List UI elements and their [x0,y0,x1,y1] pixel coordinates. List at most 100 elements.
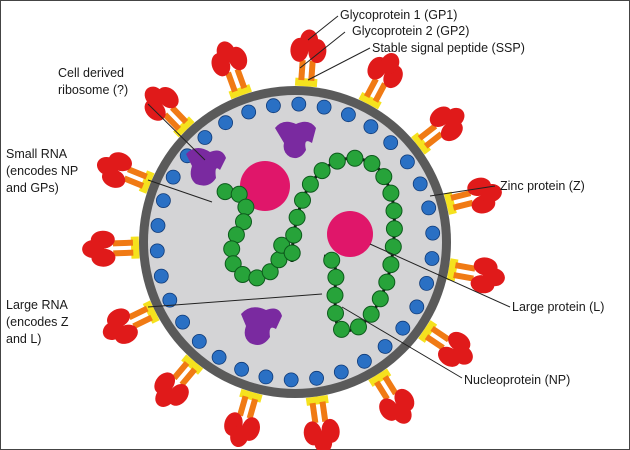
gp2-stalk [237,395,249,417]
glycoprotein-spike [290,29,327,88]
label-small-rna-line1: Small RNA [6,147,68,161]
gp2-stalk [234,68,248,90]
zinc-protein-dot [419,275,435,291]
nucleoprotein-bead [382,184,400,202]
nucleoprotein-bead [326,286,344,304]
label-ribosome-line2: ribosome (?) [58,83,128,97]
zinc-protein-dot [150,218,166,233]
gp2-stalk [382,375,399,396]
label-ribosome-line1: Cell derived [58,66,124,80]
gp2-stalk [454,262,476,272]
gp2-stalk [298,59,306,81]
nucleoprotein-bead [224,255,242,273]
nucleoprotein-bead [283,244,301,262]
zinc-protein-dot [291,96,307,112]
nucleoprotein-bead [327,268,345,286]
nucleoprotein-bead [301,175,319,193]
leader-gp2 [299,31,346,69]
gp1-lobe [380,53,400,75]
label-small-rna-line3: and GPs) [6,181,59,195]
gp2-stalk [171,360,190,381]
gp1-lobe [102,321,125,340]
glycoprotein-spike [211,41,252,100]
nucleoprotein-bead [227,226,245,244]
zinc-protein-dot [340,107,356,123]
label-zinc: Zinc protein (Z) [500,179,585,193]
label-gp2: Glycoprotein 2 (GP2) [352,24,469,38]
nucleoprotein-bead [346,149,364,167]
zinc-protein-dot [399,154,415,170]
zinc-protein-layer [149,96,441,388]
nucleoprotein-bead [350,318,367,336]
label-small-rna-line2: (encodes NP [6,164,78,178]
gp2-stalk [424,334,445,351]
ssp-mark [239,388,263,403]
ribosome-left [186,147,226,186]
nucleoprotein-bead [333,320,350,338]
nucleoprotein-bead [363,155,381,172]
gp2-stalk [423,131,444,149]
zinc-protein-dot [412,176,428,192]
gp2-stalk [162,112,182,132]
leader-gp1 [307,15,339,41]
leader-zinc [429,185,496,197]
gp2-stalk [225,71,238,93]
label-large-rna-line3: and L) [6,332,41,346]
glycoprotein-spike [154,354,204,407]
nucleoprotein-bead [327,304,344,322]
nucleoprotein-bead [223,240,241,258]
leader-small-rna [147,179,213,203]
large-protein-top [240,161,290,211]
gp1-lobe [230,425,249,448]
gp2-stalk [430,325,451,343]
glycoprotein-spike [144,86,195,138]
gp2-stalk [246,398,259,420]
ssp-mark [358,92,382,110]
zinc-protein-dot [377,339,393,354]
gp2-stalk [170,105,189,125]
zinc-protein-dot [155,193,171,209]
glycoprotein-spike [102,300,160,344]
gp2-stalk [132,314,153,329]
leader-large-rna [147,293,323,308]
gp2-stalk [453,272,474,282]
label-large-rna-line2: (encodes Z [6,315,69,329]
nucleoprotein-bead [285,226,303,244]
gp1-lobe [392,402,412,424]
nucleoprotein-bead [371,290,389,308]
zinc-protein-dot [333,364,349,380]
large-protein-right [327,211,373,257]
glycoprotein-spike [303,394,340,450]
leader-lines [147,15,511,379]
gp2-stalk [179,367,197,387]
zinc-protein-dot [356,353,372,369]
nucleoprotein-bead [313,162,331,180]
gp2-stalk [452,199,474,211]
zinc-protein-dot [149,243,165,259]
ssp-mark [418,320,438,343]
glycoprotein-spike [224,388,263,448]
zinc-protein-dot [265,98,281,114]
zinc-protein-dot [197,130,213,145]
nucleoprotein-bead [288,208,306,226]
zinc-protein-dot [424,251,440,266]
gp2-stalk [450,190,472,201]
zinc-protein-dot [191,333,207,349]
zinc-protein-dot [425,225,441,241]
nucleoprotein-bead [237,198,255,216]
gp2-stalk [308,60,316,81]
zinc-protein-dot [309,370,325,386]
ssp-mark [138,170,155,194]
nucleoprotein-bead [382,256,400,274]
gp2-stalk [309,402,319,424]
zinc-protein-dot [258,369,274,385]
nucleoprotein-bead [385,202,403,220]
ssp-mark [368,368,392,387]
label-large-rna-line1: Large RNA [6,298,68,312]
zinc-protein-dot [165,169,181,185]
glycoprotein-spike [368,368,415,424]
nucleoprotein-bead [375,168,393,186]
zinc-protein-dot [421,200,437,216]
gp1-lobe [314,431,333,450]
